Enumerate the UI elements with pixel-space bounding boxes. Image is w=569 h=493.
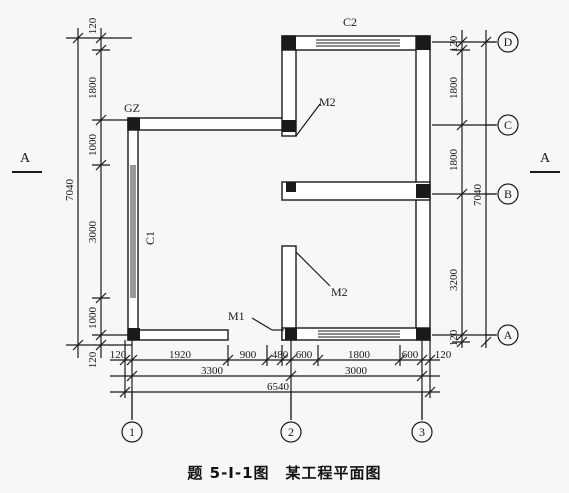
dim-left-1000-upper: 1000 [87,134,99,157]
dim-bottom-480: 480 [272,349,289,361]
dim-right-1800-lower: 1800 [448,149,460,172]
window-c2 [316,39,400,47]
label-m2-top: M2 [319,95,336,109]
axis-1: 1 [129,425,135,439]
dim-bottom-600-right: 600 [402,349,419,361]
dim-left-bottom-120: 120 [87,351,99,368]
dim-left-total: 7040 [64,179,76,202]
label-m1: M1 [228,309,245,323]
axis-2: 2 [288,425,294,439]
dim-right-3200: 3200 [448,269,460,292]
axis-a: A [504,328,513,342]
dim-left-1000-lower: 1000 [87,307,99,330]
section-label-right: A [540,151,551,166]
axis-3: 3 [419,425,425,439]
axis-d: D [504,35,513,49]
right-dimension-chain [432,30,496,348]
left-dimension-chain [66,28,132,358]
window-c1 [130,165,136,298]
dim-right-bottom-120: 120 [448,329,460,346]
door-leaders [251,103,331,331]
section-label-left: A [20,151,31,166]
label-c2: C2 [343,15,357,29]
label-c1: C1 [143,231,157,245]
dim-left-1800: 1800 [87,77,99,100]
dim-bottom-1800: 1800 [348,349,371,361]
dim-bottom-120-right: 120 [435,349,452,361]
walls [127,35,431,341]
dim-bottom-120-left: 120 [110,349,127,361]
dim-bottom-900: 900 [240,349,257,361]
window-bottom [318,330,400,338]
dim-bottom-1920: 1920 [169,349,192,361]
dim-right-total: 7040 [472,184,484,207]
axis-b: B [504,187,512,201]
axis-c: C [504,118,512,132]
dim-left-3000: 3000 [87,221,99,244]
structural-columns [128,36,430,340]
dim-bottom-6540: 6540 [267,381,290,393]
dim-bottom-3300: 3300 [201,365,224,377]
figure-caption: 题 5-Ⅰ-1图 某工程平面图 [187,464,382,482]
dim-bottom-600-left: 600 [296,349,313,361]
dim-right-1800-upper: 1800 [448,77,460,100]
axis-grid [121,31,519,443]
dim-right-top-120: 120 [448,35,460,52]
dim-bottom-3000: 3000 [345,365,368,377]
label-gz: GZ [124,101,140,115]
dim-left-top-120: 120 [87,17,99,34]
label-m2-mid: M2 [331,285,348,299]
